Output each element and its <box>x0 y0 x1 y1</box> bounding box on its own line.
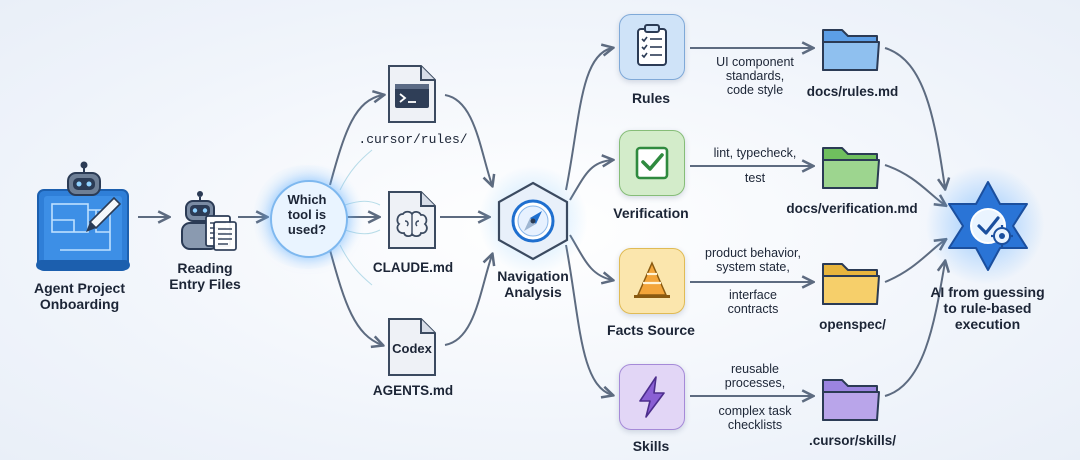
facts-note-line: system state, <box>716 260 790 274</box>
verification-label: Verification <box>613 205 689 221</box>
lightning-icon <box>639 376 665 418</box>
verification-note-top: lint, typecheck, <box>713 146 797 160</box>
rules-note-line: UI component <box>716 55 794 69</box>
facts-note-line: contracts <box>727 302 779 316</box>
facts-doc-label: openspec/ <box>819 317 886 332</box>
facts-source-label: Facts Source <box>607 322 695 338</box>
arrow-nav-to-skills <box>565 244 612 395</box>
arrow-nav-to-rules <box>565 48 612 191</box>
facts-note-top: product behavior, system state, <box>694 246 812 274</box>
skills-doc-label: .cursor/skills/ <box>808 433 897 448</box>
skills-label: Skills <box>632 438 670 454</box>
blueprint-robot-icon <box>30 160 140 275</box>
arrow-codex-to-nav <box>444 255 492 346</box>
arrow-skills-doc-to-result <box>884 262 945 397</box>
which-tool-node <box>270 180 348 258</box>
skills-note-line: checklists <box>727 418 783 432</box>
which-tool-label: Which tool is used? <box>287 192 327 237</box>
facts-note-bottom: interface contracts <box>694 288 812 316</box>
checkbox-icon <box>635 146 669 180</box>
verification-tile <box>619 130 685 196</box>
skills-note-line: complex task <box>718 404 792 418</box>
entry-file-name-agents: AGENTS.md <box>372 383 454 398</box>
reading-label: Reading Entry Files <box>169 260 241 292</box>
verification-doc-label: docs/verification.md <box>786 201 918 216</box>
entry-file-name-cursor: .cursor/rules/ <box>358 132 468 147</box>
skills-note-line: processes, <box>724 376 786 390</box>
folder-icon <box>820 140 882 192</box>
rules-doc-label: docs/rules.md <box>806 84 899 99</box>
skills-note-top: reusable processes, <box>700 362 810 390</box>
brain-file-icon <box>385 188 439 252</box>
folder-icon <box>820 372 882 424</box>
skills-note-line: reusable <box>731 362 779 376</box>
arrow-rules-doc-to-result <box>884 47 945 188</box>
arrow-cursor-to-nav <box>444 94 492 185</box>
arrow-which-to-cursor <box>329 95 383 186</box>
facts-note-line: interface <box>729 288 777 302</box>
terminal-file-icon <box>385 62 439 126</box>
arrow-which-to-codex <box>329 249 382 345</box>
rules-tile <box>619 14 685 80</box>
clipboard-checklist-icon <box>637 24 667 66</box>
folder-icon <box>820 22 882 74</box>
gear-check-star-icon <box>945 180 1031 272</box>
onboarding-label: Agent Project Onboarding <box>33 280 125 312</box>
facts-source-tile <box>619 248 685 314</box>
ai-result-label: AI from guessing to rule-based execution <box>930 284 1045 332</box>
skills-tile <box>619 364 685 430</box>
skills-note-bottom: complex task checklists <box>700 404 810 432</box>
folder-icon <box>820 256 882 308</box>
codex-file-icon: Codex <box>385 315 439 379</box>
verification-note-bottom: test <box>744 171 766 185</box>
codex-badge: Codex <box>392 341 432 356</box>
rules-label: Rules <box>631 90 671 106</box>
robot-reading-icon <box>172 190 238 252</box>
pyramid-icon <box>634 261 670 298</box>
facts-note-line: product behavior, <box>705 246 801 260</box>
navigation-label: Navigation Analysis <box>497 268 569 300</box>
rules-note-line: standards, <box>725 69 785 83</box>
compass-icon <box>494 180 572 262</box>
rules-note: UI component standards, code style <box>705 55 805 97</box>
rules-note-line: code style <box>726 83 784 97</box>
entry-file-name-claude: CLAUDE.md <box>372 260 454 275</box>
